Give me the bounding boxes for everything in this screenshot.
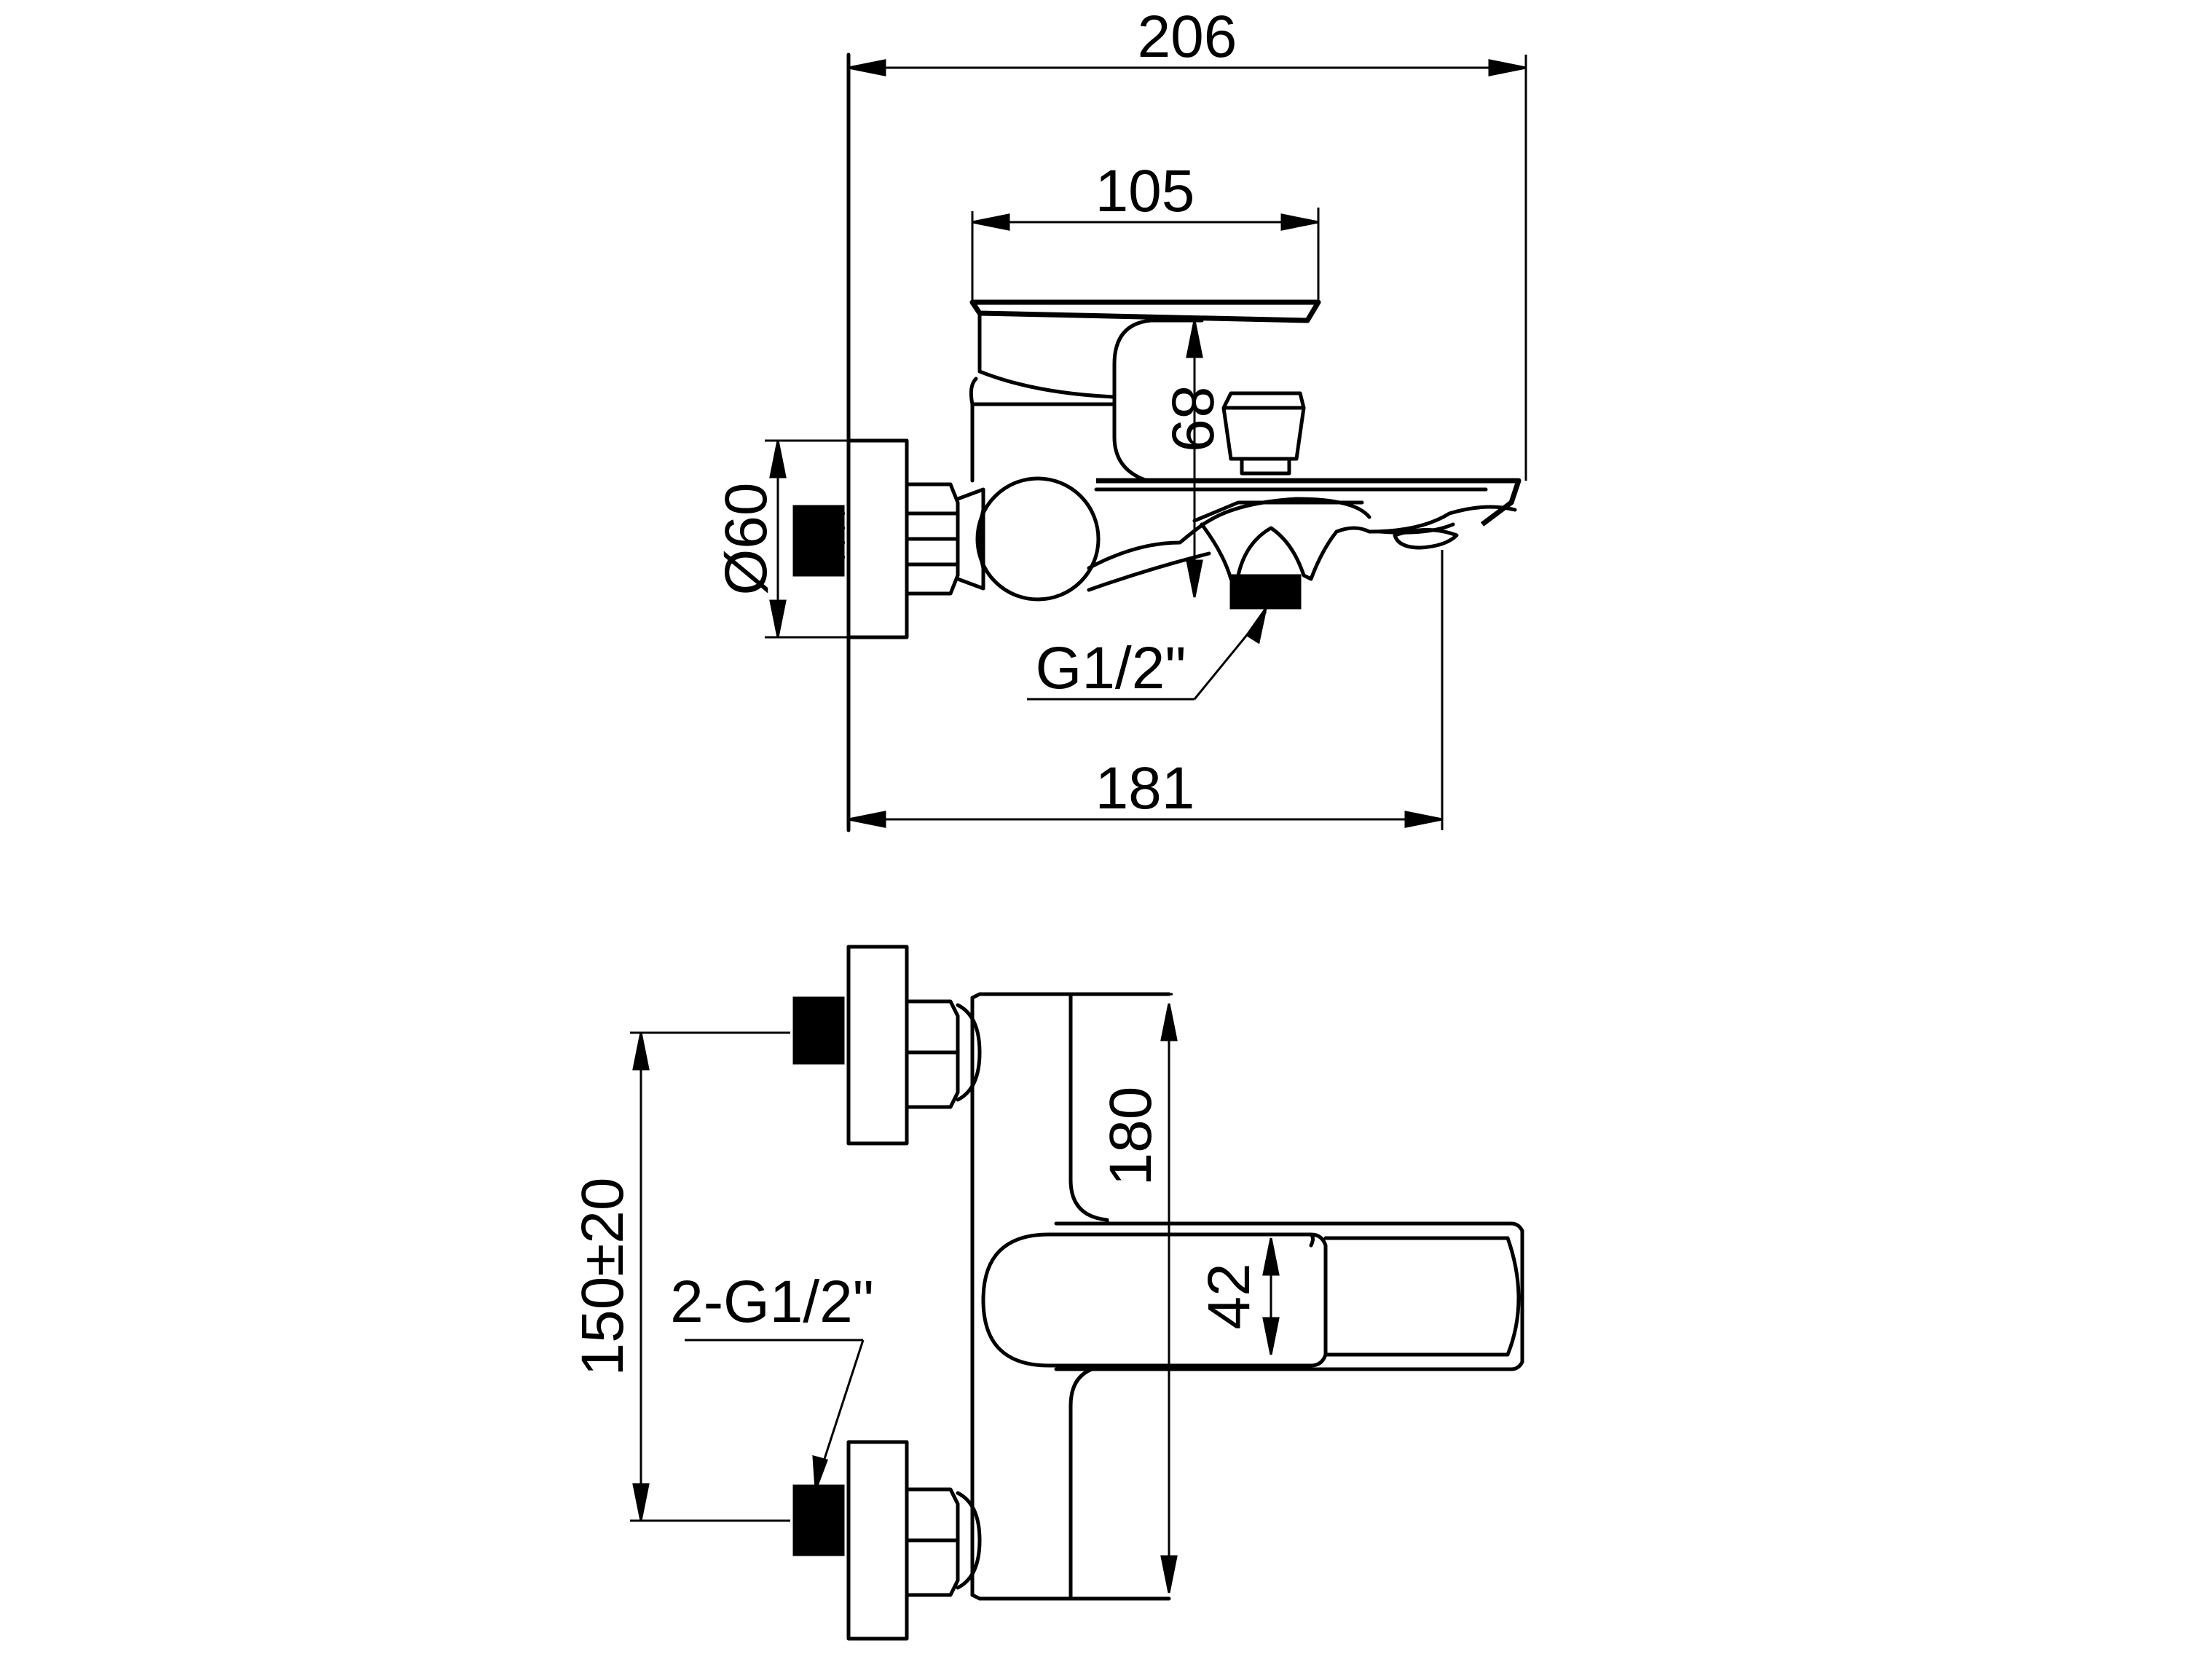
dim-overall-length: 206	[848, 4, 1527, 481]
outlet-thread-callout: G1/2"	[1027, 607, 1267, 701]
hex-nut	[905, 482, 960, 596]
dim-body-height: 180	[1098, 1003, 1178, 1594]
lever-plate	[969, 299, 1321, 323]
top-view: 180 42 150±20 2-G1/2"	[570, 945, 1524, 1641]
outlet-thread	[1229, 574, 1302, 610]
dim-body-height-label: 180	[1098, 1087, 1164, 1186]
dim-inlet-spacing-label: 150±20	[570, 1177, 636, 1376]
dim-lever-height-label: 89	[1160, 385, 1226, 452]
upper-inlet	[792, 945, 982, 1146]
dim-lever-height: 89	[1160, 320, 1226, 598]
spout	[1096, 478, 1522, 527]
dim-flange-diameter: Ø60	[713, 439, 849, 639]
dim-lever-length: 105	[971, 158, 1320, 302]
outlet-thread-label: G1/2"	[1036, 635, 1186, 701]
dim-spout-projection-label: 181	[1095, 755, 1195, 822]
inlet-thread-label: 2-G1/2"	[670, 1269, 874, 1335]
dim-lever-length-label: 105	[1095, 158, 1195, 224]
diverter-knob	[1221, 391, 1306, 461]
dim-spout-projection: 181	[848, 550, 1444, 830]
inlet-thread	[792, 505, 845, 577]
dim-handle-width-label: 42	[1196, 1263, 1262, 1329]
dim-overall-length-label: 206	[1138, 4, 1237, 70]
diverter	[1200, 522, 1371, 581]
dim-inlet-spacing: 150±20	[570, 1031, 790, 1522]
side-view: 206 105 89 Ø60	[713, 4, 1527, 832]
wall-flange	[846, 438, 909, 639]
mixer-body	[975, 476, 1101, 602]
lower-inlet	[792, 1440, 982, 1641]
mixer-body-top	[970, 992, 1173, 1601]
inlet-thread-callout: 2-G1/2"	[670, 1269, 874, 1490]
dim-handle-width: 42	[1196, 1237, 1280, 1355]
lever-handle-top	[981, 1221, 1524, 1371]
lever-block	[970, 402, 1117, 483]
spout-outlet	[1393, 528, 1459, 550]
dim-flange-diameter-label: Ø60	[713, 483, 779, 596]
